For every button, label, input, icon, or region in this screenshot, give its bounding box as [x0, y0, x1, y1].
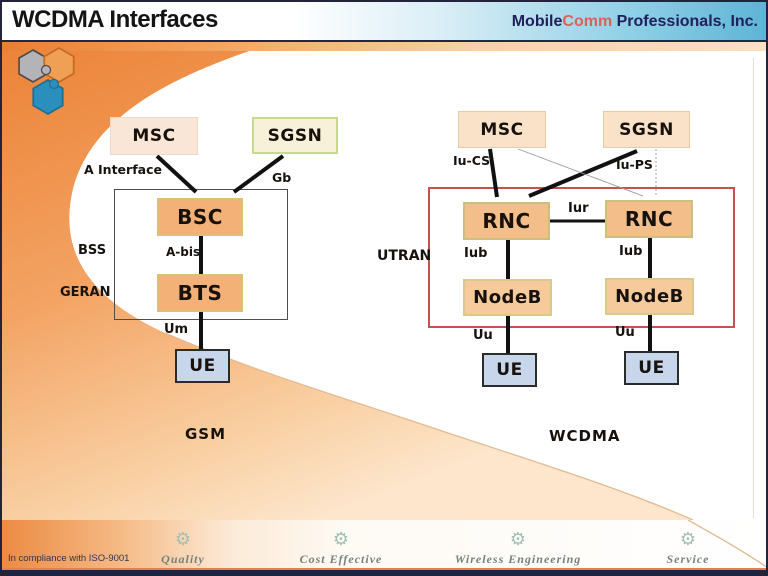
gear-icon: ⚙: [332, 529, 350, 550]
footer-orange-line: [0, 568, 768, 570]
brand-part3: Professionals, Inc.: [612, 13, 758, 30]
label-uu2: Uu: [615, 325, 635, 340]
label-utran: UTRAN: [377, 248, 432, 264]
line-gsm-sgsn-bsc: [232, 154, 285, 194]
footer-curve: [687, 520, 768, 568]
gear-icon: ⚙: [509, 529, 527, 550]
footer-bar: In compliance with ISO-9001 ⚙ Quality ⚙ …: [0, 520, 768, 568]
footer-item-label: Service: [666, 552, 710, 566]
line-wcdma-msc-rnc1: [488, 148, 499, 198]
puzzle-logo-icon: [18, 46, 75, 116]
label-abis: A-bis: [166, 245, 201, 259]
label-gb: Gb: [272, 170, 292, 185]
gear-icon: ⚙: [174, 529, 192, 550]
line-gsm-msc-bsc: [155, 154, 198, 194]
footer-item-wireless-engineering: ⚙ Wireless Engineering: [428, 530, 608, 567]
gear-icon: ⚙: [679, 529, 697, 550]
label-iub2: Iub: [619, 244, 643, 259]
brand-name: MobileComm Professionals, Inc.: [512, 13, 758, 31]
gsm-msc-box: MSC: [110, 117, 198, 155]
footer-item-quality: ⚙ Quality: [93, 530, 273, 567]
label-wcdma-caption: WCDMA: [549, 427, 621, 445]
footer-item-service: ⚙ Service: [598, 530, 768, 567]
page-title: WCDMA Interfaces: [12, 6, 218, 33]
wcdma-ue1-box: UE: [482, 353, 537, 387]
orange-strip: [0, 42, 768, 51]
footer-item-label: Cost Effective: [299, 552, 383, 566]
wcdma-rnc1-box: RNC: [463, 202, 550, 240]
label-geran: GERAN: [60, 285, 111, 300]
label-iur: Iur: [568, 201, 589, 216]
wcdma-msc-box: MSC: [458, 111, 546, 148]
brand-part2: Comm: [562, 13, 613, 30]
label-gsm-caption: GSM: [185, 425, 227, 443]
wcdma-nodeb2-box: NodeB: [605, 278, 694, 315]
label-iucs: Iu-CS: [453, 153, 491, 168]
line-wcdma-msc-rnc2: [517, 148, 644, 197]
utran-outline: [428, 187, 735, 328]
label-iups: Iu-PS: [616, 157, 653, 172]
wcdma-nodeb1-box: NodeB: [463, 279, 552, 316]
bottom-navy-bar: [0, 570, 768, 576]
label-iub1: Iub: [464, 246, 488, 261]
label-a-interface: A Interface: [84, 162, 162, 177]
footer-item-label: Quality: [161, 552, 205, 566]
gsm-sgsn-box: SGSN: [252, 117, 338, 154]
gsm-ue-box: UE: [175, 349, 230, 383]
wcdma-ue2-box: UE: [624, 351, 679, 385]
wcdma-sgsn-box: SGSN: [603, 111, 690, 148]
label-bss: BSS: [78, 243, 107, 258]
gsm-bts-box: BTS: [157, 274, 243, 312]
compliance-text: In compliance with ISO-9001: [8, 553, 130, 564]
label-uu1: Uu: [473, 328, 493, 343]
brand-part1: Mobile: [511, 13, 563, 30]
footer-item-label: Wireless Engineering: [454, 552, 582, 566]
footer-item-cost-effective: ⚙ Cost Effective: [251, 530, 431, 567]
gsm-bsc-box: BSC: [157, 198, 243, 236]
right-edge-line: [753, 58, 754, 518]
label-um: Um: [164, 322, 189, 337]
header-bar: WCDMA Interfaces MobileComm Professional…: [0, 0, 768, 42]
wcdma-rnc2-box: RNC: [605, 200, 693, 238]
